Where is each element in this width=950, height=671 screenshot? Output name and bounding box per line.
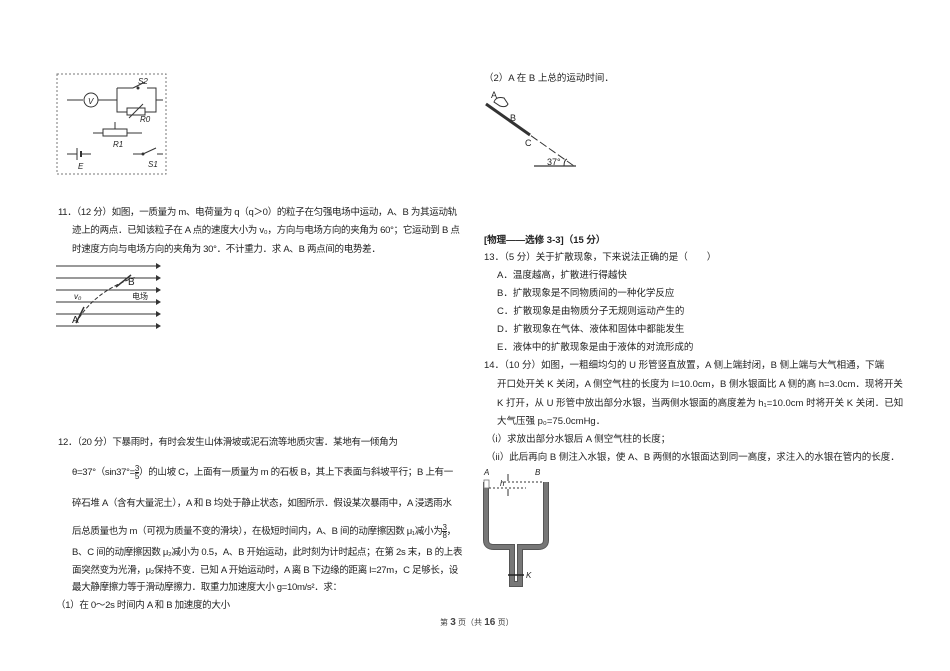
r1-label: R1 bbox=[113, 140, 124, 149]
q13-option-a: A．温度越高，扩散进行得越快 bbox=[497, 270, 627, 281]
incline-figure bbox=[485, 97, 576, 167]
page-number: 3 bbox=[450, 617, 456, 628]
section-title: [物理——选修 3-3]（15 分） bbox=[484, 235, 606, 246]
s2-label: S2 bbox=[138, 77, 148, 86]
q14-part-ii: （ii）此后再向 B 侧注入水银，使 A、B 两侧的水银面达到同一高度，求注入的… bbox=[486, 452, 900, 463]
page-footer: 第 3 页（共 16 页） bbox=[440, 616, 514, 630]
numerator: 3 bbox=[442, 523, 447, 533]
s1-label: S1 bbox=[148, 160, 158, 169]
denominator: 8 bbox=[442, 531, 447, 541]
q13-stem: 13．（5 分）关于扩散现象，下来说法正确的是（ ） bbox=[484, 252, 717, 263]
incline-b-label: B bbox=[510, 113, 517, 123]
q12-line-4-post: ， bbox=[446, 526, 457, 537]
circuit-diagram bbox=[56, 73, 167, 175]
q12-part-2: （2）A 在 B 上总的运动时间． bbox=[484, 73, 614, 84]
tube-a-label: A bbox=[484, 468, 490, 477]
e-label: E bbox=[78, 162, 84, 171]
incline-a-label: A bbox=[491, 90, 498, 100]
v0-label: v₀ bbox=[74, 292, 82, 301]
numerator: 3 bbox=[134, 464, 140, 474]
q14-line-2: 开口处开关 K 关闭，A 侧空气柱的长度为 l=10.0cm，B 侧水银面比 A… bbox=[497, 379, 903, 390]
footer-pre: 第 bbox=[440, 618, 451, 627]
q14-line-3: K 打开，从 U 形管中放出部分水银，当两侧水银面的高度差为 h₁=10.0cm… bbox=[497, 398, 904, 409]
q12-line-6: 面突然变为光滑，μ₂保持不变．已知 A 开始运动时，A 离 B 下边缘的距离 l… bbox=[72, 565, 458, 576]
q12-line-1: 12．（20 分）下暴雨时，有时会发生山体滑坡或泥石流等地质灾害．某地有一倾角为 bbox=[58, 437, 398, 448]
q12-line-2-post: ）的山坡 C，上面有一质量为 m 的石板 B，其上下表面与斜坡平行；B 上有一 bbox=[139, 467, 453, 478]
point-b-label: B bbox=[128, 277, 135, 288]
total-pages: 16 bbox=[484, 617, 496, 628]
q14-line-4: 大气压强 p₀=75.0cmHg． bbox=[497, 416, 606, 427]
q13-option-b: B．扩散现象是不同物质间的一种化学反应 bbox=[497, 288, 675, 299]
q12-line-2-pre: θ=37°（sin37°= bbox=[72, 467, 135, 478]
q11-line-3: 时速度方向与电场方向的夹角为 30°．不计重力．求 A、B 两点间的电势差． bbox=[72, 244, 381, 255]
q13-option-e: E．液体中的扩散现象是由于液体的对流形成的 bbox=[497, 342, 694, 353]
q12-line-4-pre: 后总质量也为 m（可视为质量不变的滑块），在极短时间内，A、B 间的动摩擦因数 … bbox=[72, 526, 443, 537]
q13-option-d: D．扩散现象在气体、液体和固体中都能发生 bbox=[497, 324, 685, 335]
k-label: K bbox=[526, 571, 532, 580]
q12-line-7: 最大静摩擦力等于滑动摩擦力．取重力加速度大小 g=10m/s²．求： bbox=[72, 582, 342, 593]
point-a-label: A bbox=[72, 315, 79, 326]
denominator: 5 bbox=[134, 472, 140, 482]
tube-b-label: B bbox=[535, 468, 541, 477]
field-label: 电场 bbox=[132, 292, 148, 301]
angle-label: 37° bbox=[547, 157, 561, 167]
q12-line-3: 碎石堆 A（含有大量泥土），A 和 B 均处于静止状态，如图所示．假设某次暴雨中… bbox=[72, 498, 452, 509]
q11-line-2: 迹上的两点．已知该粒子在 A 点的速度大小为 v₀，方向与电场方向的夹角为 60… bbox=[72, 225, 460, 236]
u-tube-figure bbox=[483, 474, 549, 587]
v-label: V bbox=[88, 97, 94, 106]
q12-line-4: 后总质量也为 m（可视为质量不变的滑块），在极短时间内，A、B 间的动摩擦因数 … bbox=[72, 523, 457, 541]
q12-part-1: （1）在 0～2s 时间内 A 和 B 加速度的大小 bbox=[56, 600, 230, 611]
q12-line-5: B、C 间的动摩擦因数 μ₂减小为 0.5，A、B 开始运动，此时刻为计时起点；… bbox=[72, 547, 463, 558]
electric-field-figure bbox=[56, 263, 161, 329]
q14-line-1: 14．（10 分）如图，一粗细均匀的 U 形管竖直放置，A 侧上端封闭，B 侧上… bbox=[484, 360, 885, 371]
q14-part-i: （i）求放出部分水银后 A 侧空气柱的长度； bbox=[486, 434, 671, 445]
footer-mid: 页（共 bbox=[455, 618, 485, 627]
q13-option-c: C．扩散现象是由物质分子无规则运动产生的 bbox=[497, 306, 685, 317]
h-label: h bbox=[500, 479, 505, 488]
incline-c-label: C bbox=[525, 138, 532, 148]
q11-line-1: 11．（12 分）如图，一质量为 m、电荷量为 q（q＞0）的粒子在匀强电场中运… bbox=[58, 207, 457, 218]
footer-post: 页） bbox=[495, 618, 514, 627]
r0-label: R0 bbox=[140, 115, 151, 124]
